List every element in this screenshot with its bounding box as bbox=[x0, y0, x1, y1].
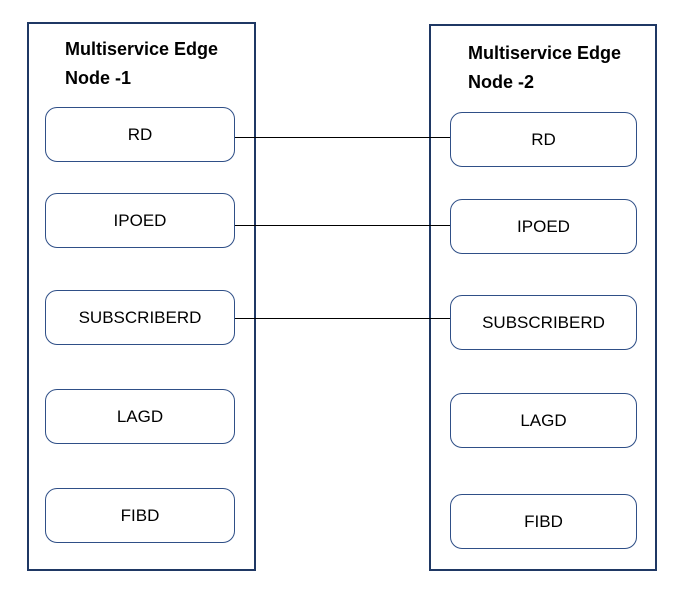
node-2-title: Multiservice Edge Node -2 bbox=[468, 43, 622, 92]
node-1-daemon-lagd: LAGD bbox=[45, 389, 235, 444]
node-2-daemon-ipoed: IPOED bbox=[450, 199, 637, 254]
node-1-container bbox=[27, 22, 256, 571]
node-2-container bbox=[429, 24, 657, 571]
node-1-daemon-ipoed: IPOED bbox=[45, 193, 235, 248]
connector-line-rd bbox=[234, 137, 451, 138]
node-1-daemon-fibd: FIBD bbox=[45, 488, 235, 543]
connector-line-subscriberd bbox=[234, 318, 451, 319]
node-2-daemon-rd: RD bbox=[450, 112, 637, 167]
connector-line-ipoed bbox=[234, 225, 451, 226]
node-2-daemon-subscriberd: SUBSCRIBERD bbox=[450, 295, 637, 350]
node-1-daemon-rd: RD bbox=[45, 107, 235, 162]
node-1-title: Multiservice Edge Node -1 bbox=[65, 39, 219, 88]
node-2-daemon-lagd: LAGD bbox=[450, 393, 637, 448]
node-2-daemon-fibd: FIBD bbox=[450, 494, 637, 549]
node-1-daemon-subscriberd: SUBSCRIBERD bbox=[45, 290, 235, 345]
